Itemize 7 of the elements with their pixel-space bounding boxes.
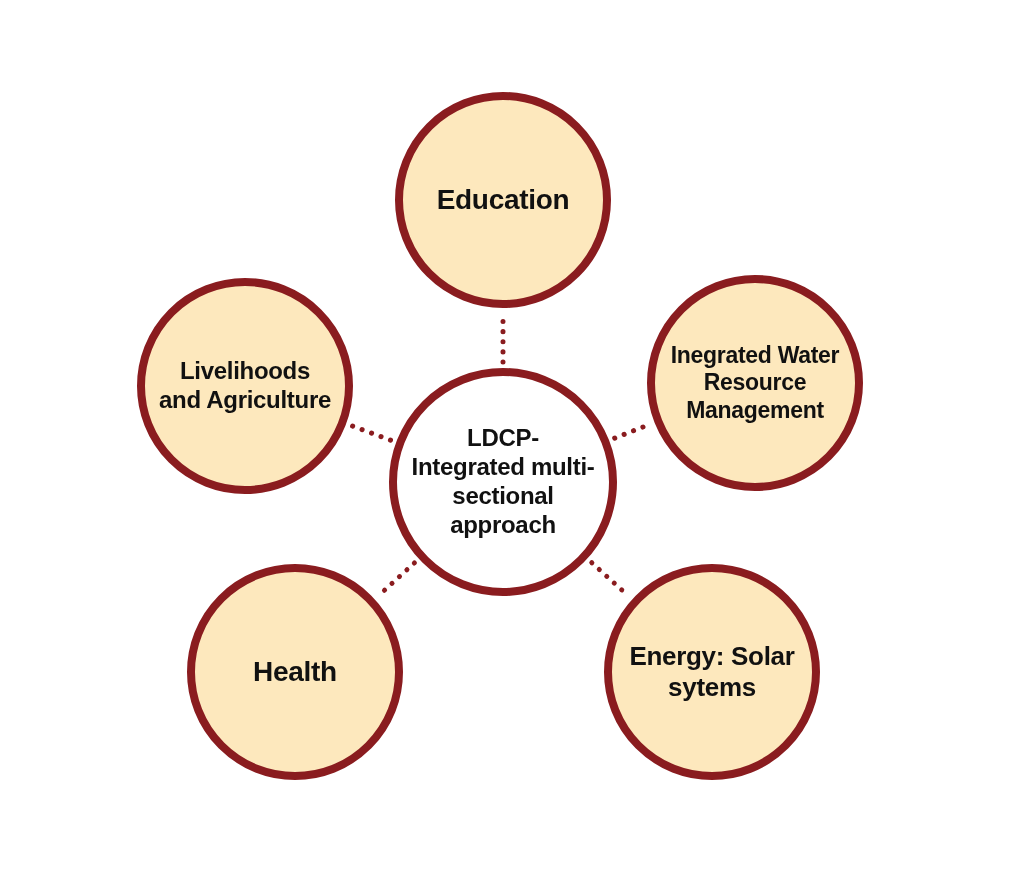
circle-label: Livelihoods and Agriculture: [158, 357, 332, 415]
circle-label: LDCP- Integrated multi-sectional approach: [410, 424, 596, 540]
dotted-connector: [349, 423, 394, 443]
circle-label: Energy: Solar sytems: [628, 640, 796, 704]
circle-label: Inegrated Water Resource Management: [669, 341, 841, 425]
circle-label: Education: [436, 183, 570, 217]
circle-label: Health: [253, 655, 337, 689]
